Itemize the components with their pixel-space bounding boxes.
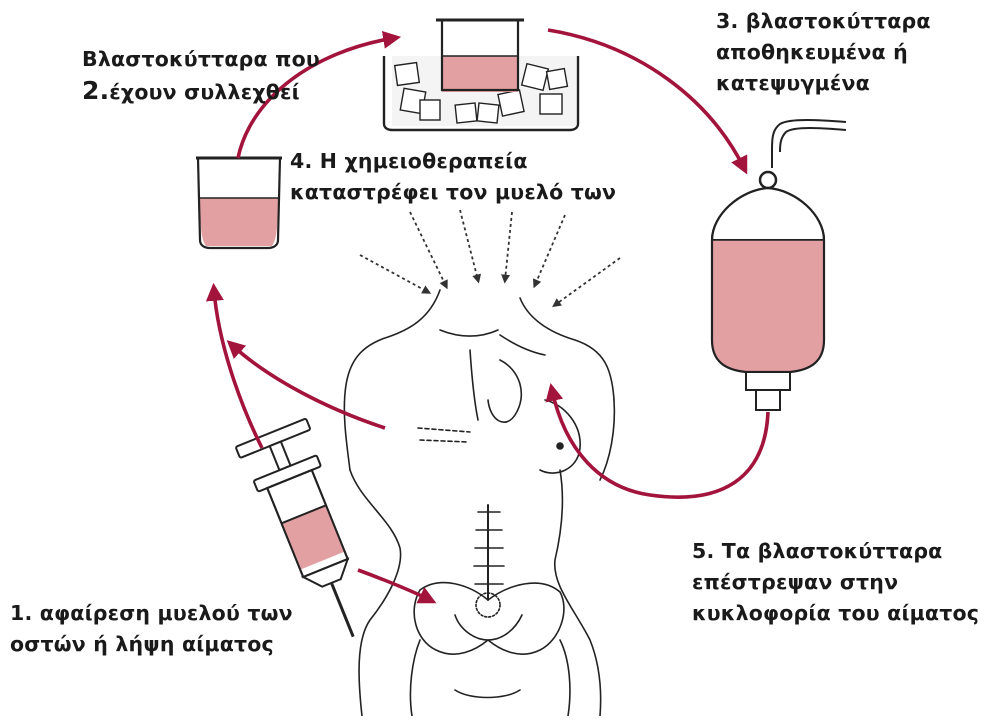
step-3-line-3: κατεψυγμένα: [716, 68, 931, 99]
step-2-line-1: Βλαστοκύτταρα που: [82, 44, 320, 75]
step-3-line-2: αποθηκευμένα ή: [716, 37, 931, 68]
step-2-number: 2.: [82, 76, 109, 105]
step-1-label: 1. αφαίρεση μυελού των οστών ή λήψη αίμα…: [10, 598, 293, 660]
step-1-line-2: οστών ή λήψη αίματος: [10, 629, 293, 660]
step-2-label: Βλαστοκύτταρα που 2.έχουν συλλεχθεί: [82, 44, 320, 108]
step-1-line-1: 1. αφαίρεση μυελού των: [10, 598, 293, 629]
step-5-line-1: 5. Τα βλαστοκύτταρα: [692, 536, 979, 567]
arrow-bag-to-chest: [552, 390, 768, 497]
step-5-label: 5. Τα βλαστοκύτταρα επέστρεψαν στην κυκλ…: [692, 536, 979, 629]
chemotherapy-arrows: [360, 210, 620, 305]
ice-bath-icon: [384, 20, 578, 130]
arrow-syringe-to-beaker: [214, 290, 262, 448]
step-5-line-2: επέστρεψαν στην: [692, 567, 979, 598]
step-4-line-1: 4. Η χημειοθεραπεία: [290, 146, 616, 177]
step-3-line-1: 3. βλαστοκύτταρα: [716, 6, 931, 37]
iv-bag-icon: [712, 120, 846, 410]
beaker-icon: [196, 158, 282, 248]
step-3-label: 3. βλαστοκύτταρα αποθηκευμένα ή κατεψυγμ…: [716, 6, 931, 99]
step-4-line-2: καταστρέφει τον μυελό των: [290, 177, 616, 208]
arrow-syringe-to-pelvis: [358, 570, 430, 600]
step-2-line-2: έχουν συλλεχθεί: [109, 80, 300, 104]
step-5-line-3: κυκλοφορία του αίματος: [692, 598, 979, 629]
arrow-body-to-left: [232, 345, 385, 428]
step-4-label: 4. Η χημειοθεραπεία καταστρέφει τον μυελ…: [290, 146, 616, 208]
human-torso-illustration: [344, 290, 614, 716]
